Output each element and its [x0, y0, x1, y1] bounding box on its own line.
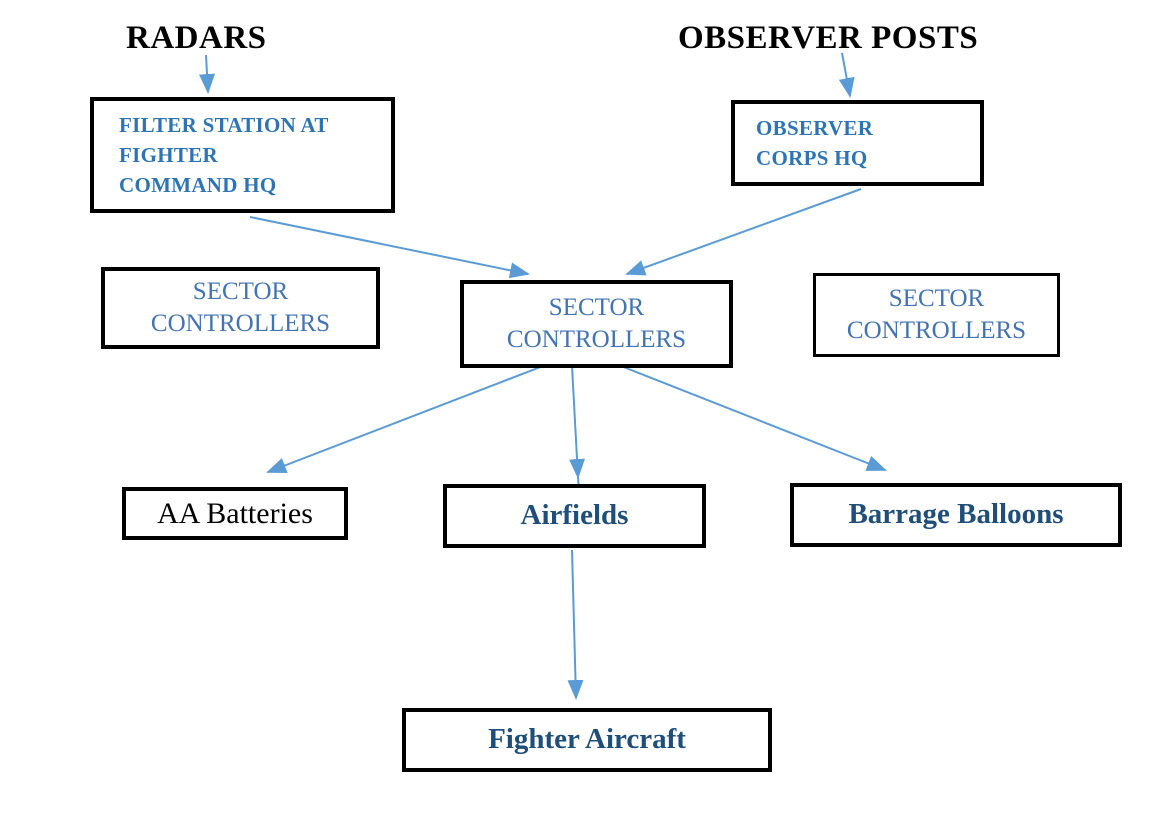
arrow-sector-center-to-barrage-balloons-icon [620, 365, 887, 471]
arrow-observer-hq-to-sector-center-icon [625, 188, 862, 276]
observer-corps-hq-node: OBSERVER CORPS HQ [731, 100, 984, 186]
arrow-radars-to-filter-station-icon [199, 54, 216, 94]
airfields-node: Airfields [443, 484, 706, 548]
fighter-aircraft-node: Fighter Aircraft [402, 708, 772, 772]
sector-controllers-right-node: SECTOR CONTROLLERS [813, 273, 1060, 357]
barrage-balloons-label: Barrage Balloons [848, 498, 1064, 531]
arrow-airfields-to-fighter-aircraft-icon [567, 549, 584, 700]
arrow-filter-station-to-sector-center-icon [249, 216, 530, 279]
aa-batteries-node: AA Batteries [122, 487, 348, 540]
sector-controllers-center-node: SECTOR CONTROLLERS [460, 280, 733, 368]
arrow-sector-center-to-aa-batteries-icon [266, 365, 544, 473]
observer-corps-hq-label: OBSERVER CORPS HQ [756, 116, 874, 171]
radars-title: RADARS [126, 20, 267, 56]
sector-controllers-left-node: SECTOR CONTROLLERS [101, 267, 380, 349]
filter-station-label: FILTER STATION AT FIGHTER COMMAND HQ [119, 113, 329, 198]
arrow-sector-center-to-airfields-icon [569, 365, 586, 479]
airfields-label: Airfields [520, 499, 629, 532]
filter-station-node: FILTER STATION AT FIGHTER COMMAND HQ [90, 97, 395, 213]
sector-controllers-center-label: SECTOR CONTROLLERS [506, 293, 687, 354]
sector-controllers-left-label: SECTOR CONTROLLERS [150, 277, 331, 338]
arrow-observer-posts-to-observer-hq-icon [838, 52, 855, 98]
observer-posts-title: OBSERVER POSTS [678, 20, 979, 56]
fighter-aircraft-label: Fighter Aircraft [488, 723, 686, 756]
sector-controllers-right-label: SECTOR CONTROLLERS [846, 284, 1027, 345]
aa-batteries-label: AA Batteries [157, 497, 313, 530]
barrage-balloons-node: Barrage Balloons [790, 483, 1122, 547]
